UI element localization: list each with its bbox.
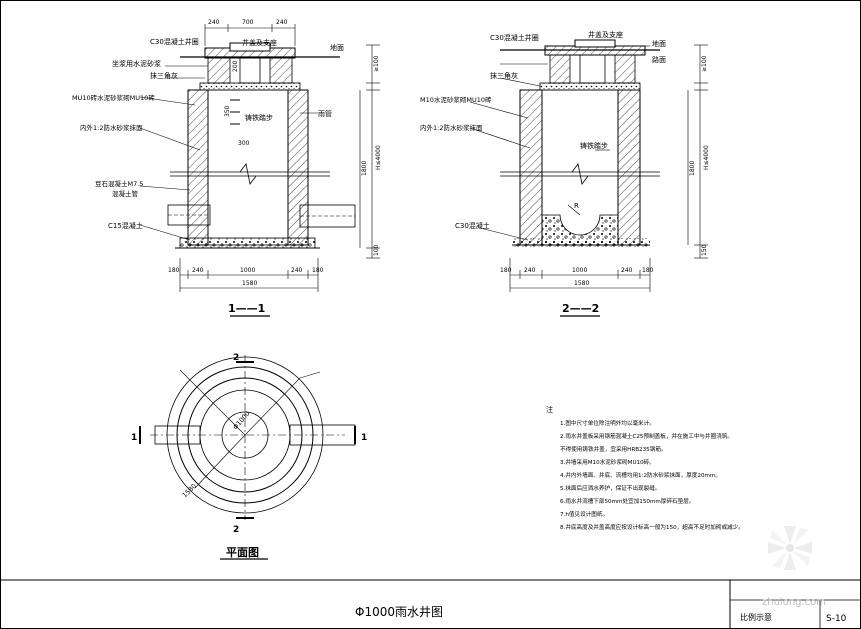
- label-c30-top-1: C30混凝土井圈: [150, 37, 199, 46]
- dim-side-depth-2: H≤4000: [703, 145, 710, 170]
- note-item-1: 1.图中尺寸单位除注明外均以毫米计。: [560, 419, 655, 427]
- dim-side-1800-2: 1800: [689, 161, 696, 176]
- dim-total-2: 1580: [574, 280, 589, 287]
- label-base-1: C15混凝土: [108, 221, 143, 230]
- label-inner-plaster-2: 内外1:2防水砂浆抹面: [420, 123, 483, 132]
- dim-bottom-2-c: 1000: [572, 267, 587, 274]
- plan-dim-outer: 1580: [181, 482, 198, 499]
- dim-side-100-1: 100: [373, 244, 380, 256]
- plan-mark-1-left: 1: [131, 433, 137, 443]
- label-plaster-triangle-1: 抹三角灰: [150, 71, 178, 80]
- watermark-text: zhulong.com: [762, 597, 826, 608]
- note-item-8: 7.h值见设计图纸。: [560, 510, 608, 518]
- note-item-6: 5.抹面后应洒水养护，保证不出现裂缝。: [560, 484, 660, 492]
- section-2-2-title: 2——2: [562, 302, 599, 315]
- plan-dim-diameter: Φ1000: [231, 410, 251, 432]
- label-ground-1: 地面: [330, 43, 344, 52]
- scale-label: 比例示意: [740, 612, 772, 622]
- label-radius-2: R: [574, 202, 579, 210]
- note-item-5: 4.井内外墙面、井底、流槽均用1:2防水砂浆抹面，厚度20mm。: [560, 471, 721, 479]
- plan-mark-2-top: 2: [233, 353, 239, 363]
- plan-mark-1-right: 1: [361, 433, 367, 443]
- dim-side-small-2: ≥100: [701, 55, 708, 72]
- plan-mark-2-bottom: 2: [233, 525, 239, 535]
- dim-top-3: 240: [276, 19, 288, 26]
- plan-view-title: 平面图: [226, 546, 259, 559]
- label-rungs-2: 铸铁踏步: [580, 141, 608, 150]
- drawing-title: Φ1000雨水井图: [355, 605, 443, 619]
- label-cement-mortar-1: 坐浆用水泥砂浆: [112, 59, 161, 68]
- label-ground-2: 地面: [652, 39, 666, 48]
- dim-side-small-1: ≥100: [373, 55, 380, 72]
- label-inner-plaster-1: 内外1:2防水砂浆抹面: [80, 123, 143, 132]
- dim-bottom-1-c: 1000: [240, 267, 255, 274]
- section-1-1-title: 1——1: [228, 302, 265, 315]
- zhulong-watermark-logo: [768, 526, 812, 570]
- notes-heading: 注: [546, 405, 553, 414]
- dim-top-2: 700: [242, 19, 254, 26]
- dim-side-depth-1: H≤4000: [375, 145, 382, 170]
- label-wall-2: M10水泥砂浆砌MU10砖: [420, 95, 492, 104]
- dim-inner-200: 200: [232, 60, 239, 72]
- dim-side-150-2: 150: [701, 244, 708, 256]
- note-item-4: 3.井墙采用M10水泥砂浆砌MU10砖。: [560, 458, 655, 466]
- label-cover-frame-2: 井盖及支座: [588, 30, 623, 39]
- dim-bottom-2-e: 180: [642, 267, 654, 274]
- label-mortar-fill-1: 豆石混凝土M7.5: [95, 179, 143, 188]
- label-c30-top-2: C30混凝土井圈: [490, 33, 539, 42]
- dim-bottom-2-a: 180: [500, 267, 512, 274]
- dim-bottom-2-b: 240: [524, 267, 536, 274]
- label-pipe-1: 雨管: [318, 109, 332, 118]
- note-item-2: 2.雨水井盖板采用钢筋混凝土C25预制盖板，并在施工中与井圈浇筑。: [560, 432, 733, 440]
- dim-bottom-2-d: 240: [621, 267, 633, 274]
- section-2-2: [469, 39, 708, 317]
- plan-view: [139, 355, 356, 560]
- dim-bottom-1-e: 180: [312, 267, 324, 274]
- label-cover-frame-1: 井盖及支座: [242, 38, 277, 47]
- dim-bottom-1-a: 180: [168, 267, 180, 274]
- dim-total-1: 1580: [242, 280, 257, 287]
- label-pavement-2: 路面: [652, 55, 666, 64]
- note-item-9: 8.井底高度及井盖高度应按设计标高一般为150，超高不足时加砌或减少。: [560, 523, 744, 531]
- section-1-1: [139, 24, 380, 317]
- label-base-2: C30混凝土: [455, 221, 490, 230]
- note-item-3: 不得使用铸铁井盖，宜采用HRB235钢筋。: [560, 445, 667, 453]
- dim-bottom-1-d: 240: [291, 267, 303, 274]
- note-item-7: 6.雨水井流槽下部50mm处宜加150mm厚碎石垫层。: [560, 497, 694, 505]
- dim-bottom-1-b: 240: [192, 267, 204, 274]
- label-concrete-pipe-1: 混凝土管: [112, 189, 139, 198]
- sheet-number: S-10: [826, 614, 847, 624]
- dim-side-1800-1: 1800: [361, 161, 368, 176]
- label-plaster-triangle-2: 抹三角灰: [490, 71, 518, 80]
- dim-top-1: 240: [208, 19, 220, 26]
- dim-inner-300: 300: [238, 140, 250, 147]
- label-rungs-1: 铸铁踏步: [245, 113, 273, 122]
- dim-inner-350: 350: [224, 105, 231, 117]
- label-wall-1: MU10砖水泥砂浆砌MU10砖: [72, 93, 155, 102]
